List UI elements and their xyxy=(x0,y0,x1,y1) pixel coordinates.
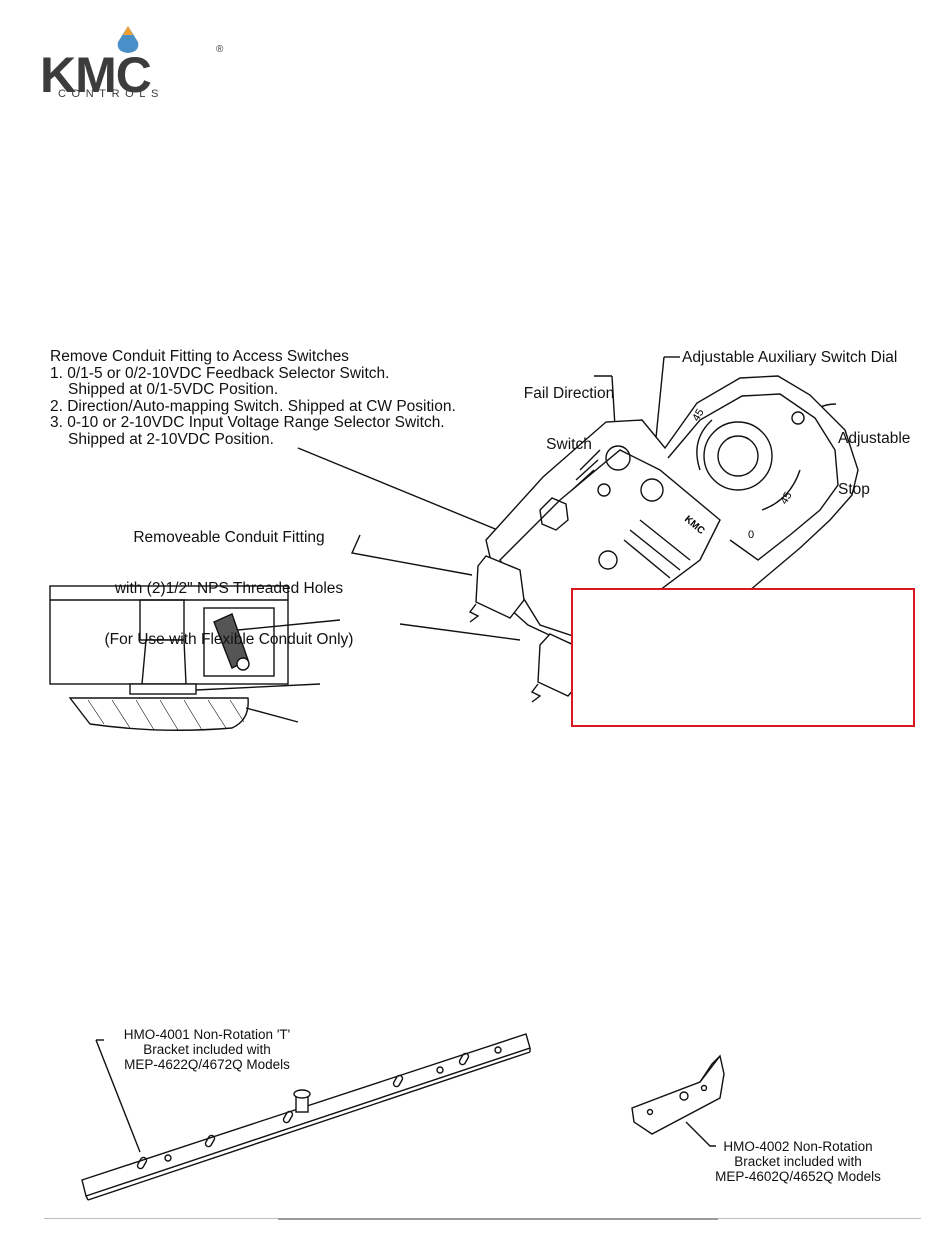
side-view-switch-window xyxy=(203,607,275,677)
mounting-surface xyxy=(68,697,249,731)
conduit-leader xyxy=(350,534,473,576)
dial-mark-0: 0 xyxy=(748,529,754,541)
side-view-leader xyxy=(399,623,521,641)
conduit-line-2: with (2)1/2" NPS Threaded Holes xyxy=(114,580,344,597)
output-hub xyxy=(703,421,773,491)
flex-conduit-break-upper xyxy=(468,603,480,623)
notes-leader-line xyxy=(297,447,523,541)
fail-direction-line-2: Switch xyxy=(546,436,592,453)
note-2-line-1: 2. Direction/Auto-mapping Switch. Shippe… xyxy=(50,397,456,415)
switch-leader xyxy=(237,619,341,631)
kmc-logo: KMC ® CONTROLS xyxy=(40,26,230,102)
note-1-line-2: Shipped at 0/1-5VDC Position. xyxy=(68,381,279,398)
mounting-surface-leader xyxy=(245,707,299,723)
switch-notes: Remove Conduit Fitting to Access Switche… xyxy=(50,348,456,448)
t-bracket-leader xyxy=(95,1039,141,1153)
output-hub-inner xyxy=(717,435,759,477)
t-bracket-line-1: HMO-4001 Non-Rotation 'T' xyxy=(123,1027,291,1042)
t-bracket-line-2: Bracket included with xyxy=(143,1042,271,1057)
small-bracket-line-3: MEP-4602Q/4652Q Models xyxy=(715,1169,881,1184)
bracket-foot-leader xyxy=(195,683,321,691)
logo-drop-icon xyxy=(117,26,139,53)
adjustable-stop-callout: Adjustable Stop xyxy=(838,396,910,515)
logo-wordmark: KMC xyxy=(40,47,152,103)
adjustable-stop-screw xyxy=(791,411,805,425)
t-bracket-slots xyxy=(136,1052,470,1170)
conduit-line-3: (For Use with Flexible Conduit Only) xyxy=(104,631,354,648)
feedback-switch xyxy=(597,483,611,497)
dial-mark-45-a: 45 xyxy=(690,407,707,424)
small-bracket-label: HMO-4002 Non-Rotation Bracket included w… xyxy=(700,1139,896,1184)
ground-screw xyxy=(598,550,618,570)
dial-scale-arc-b xyxy=(761,469,801,511)
fail-direction-callout: Fail Direction Switch xyxy=(514,351,624,470)
dial-scale-arc-a xyxy=(696,419,713,471)
conduit-line-1: Removeable Conduit Fitting xyxy=(133,529,325,546)
logo-registered-mark: ® xyxy=(216,44,224,55)
logo-subtitle: CONTROLS xyxy=(58,88,164,100)
flex-conduit-break-lower xyxy=(530,683,542,703)
adjustable-stop-line-1: Adjustable xyxy=(838,430,911,447)
redaction-box xyxy=(571,588,915,727)
dial-mark-45-b: 45 xyxy=(778,490,795,507)
hex-nut xyxy=(539,497,569,531)
t-bracket-line-3: MEP-4622Q/4672Q Models xyxy=(124,1057,290,1072)
small-bracket-line-2: Bracket included with xyxy=(734,1154,862,1169)
small-bracket-line-1: HMO-4002 Non-Rotation xyxy=(723,1139,873,1154)
aux-switch-dial-callout: Adjustable Auxiliary Switch Dial xyxy=(682,349,898,366)
t-bracket-label: HMO-4001 Non-Rotation 'T' Bracket includ… xyxy=(100,1027,314,1072)
aux-switch-dial xyxy=(640,478,664,502)
fail-direction-line-1: Fail Direction xyxy=(523,385,615,402)
footer-rule-accent xyxy=(278,1218,718,1220)
side-view-bracket-foot xyxy=(129,683,197,695)
note-3-line-1: 3. 0-10 or 2-10VDC Input Voltage Range S… xyxy=(50,414,445,431)
actuator-hub-housing xyxy=(667,393,839,561)
mounting-surface-hatch xyxy=(87,699,245,731)
notes-heading: Remove Conduit Fitting to Access Switche… xyxy=(50,348,349,365)
note-3-line-2: Shipped at 2-10VDC Position. xyxy=(68,430,274,448)
small-bracket-leader xyxy=(685,1121,716,1147)
actuator-front-face xyxy=(499,449,721,641)
conduit-fitting-upper xyxy=(475,555,525,619)
adjustable-stop-line-2: Stop xyxy=(838,481,870,498)
note-1-line-1: 1. 0/1-5 or 0/2-10VDC Feedback Selector … xyxy=(50,364,390,382)
conduit-fitting-callout: Removeable Conduit Fitting with (2)1/2" … xyxy=(84,495,374,665)
fail-direction-switch-knob xyxy=(605,445,631,471)
